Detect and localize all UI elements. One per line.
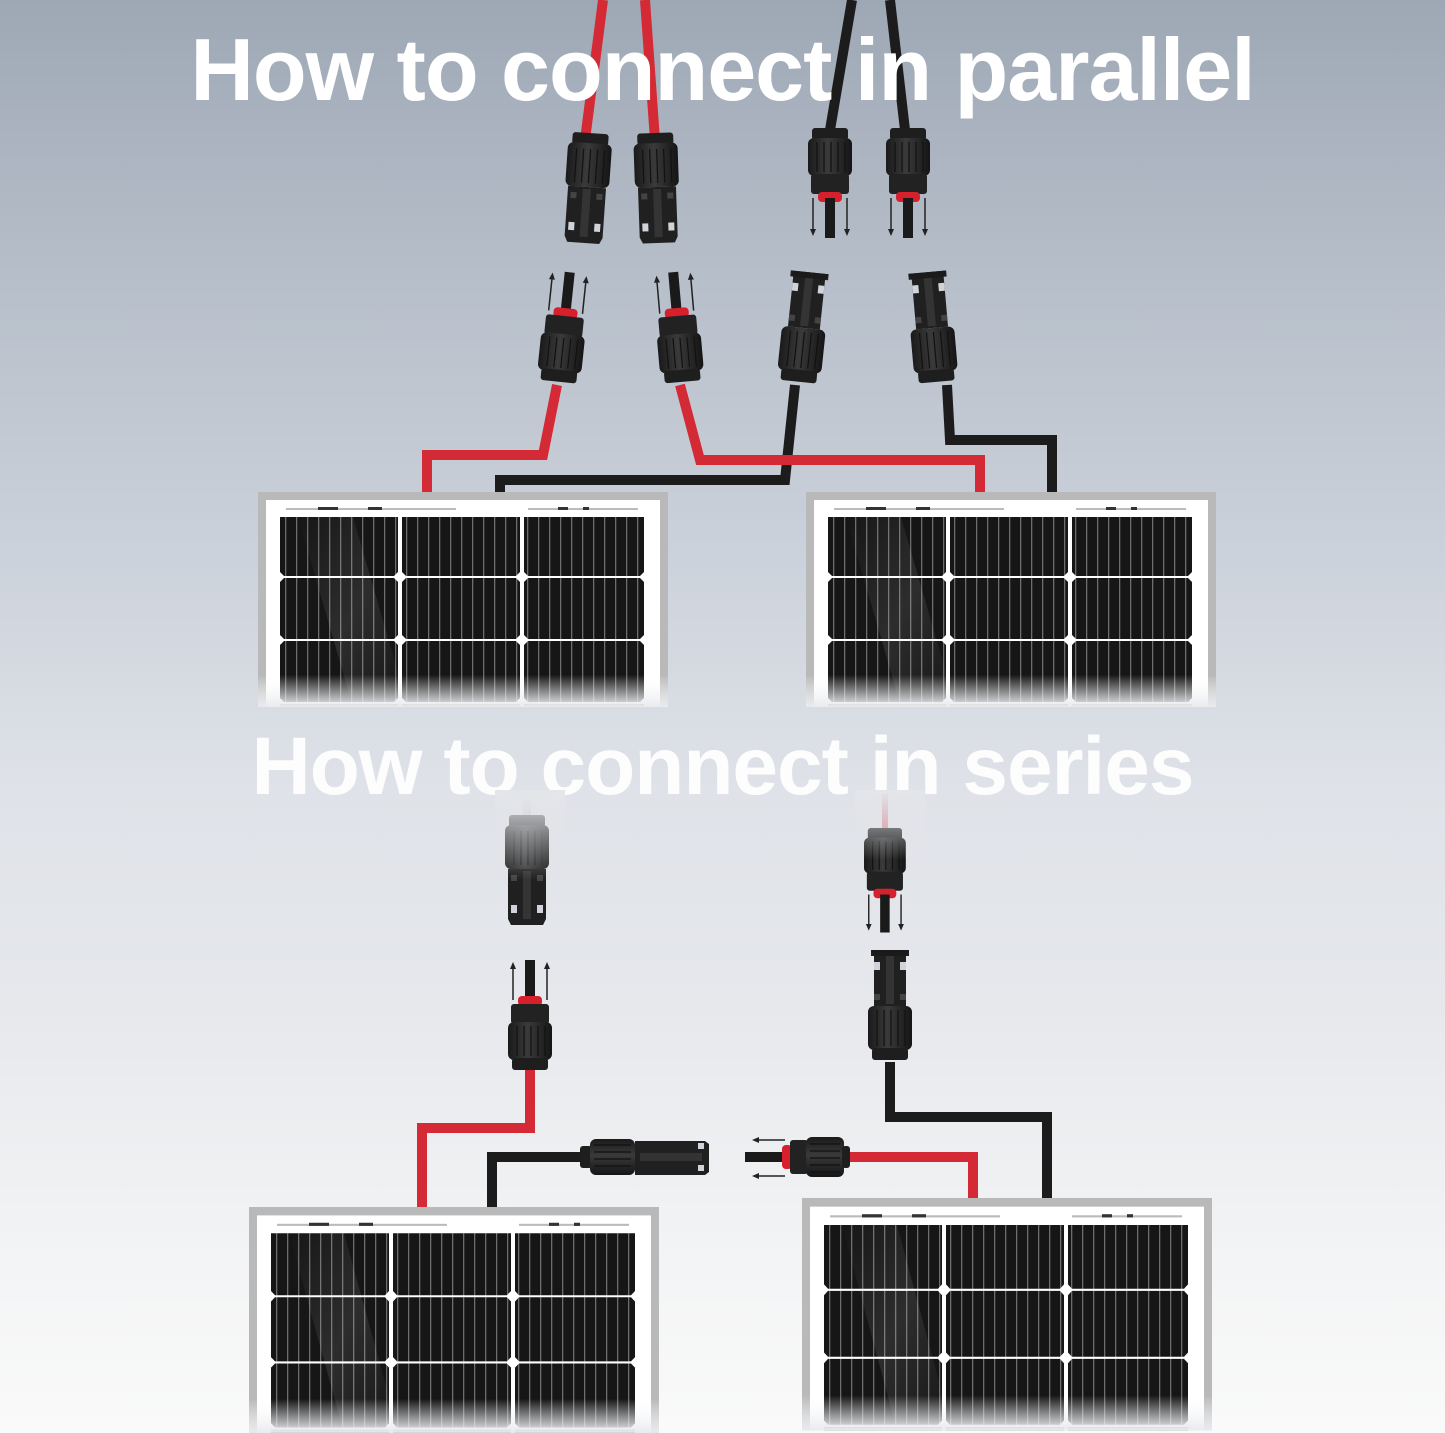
panel2-negative-lead xyxy=(942,384,1057,492)
parallel-section xyxy=(258,0,1216,707)
mc4-male-connector xyxy=(507,959,553,1071)
series-center-connector-female xyxy=(580,1139,709,1175)
mc4-female-connector xyxy=(632,131,682,245)
parallel-top-cables xyxy=(580,0,910,141)
panel1-negative-lead xyxy=(487,1152,585,1207)
mc4-male-connector-faded xyxy=(863,827,907,934)
mc4-female-connector xyxy=(775,269,833,385)
panel1-positive-lead xyxy=(422,384,562,492)
series-center-connector-male xyxy=(745,1137,850,1179)
mc4-male-connector xyxy=(885,127,931,239)
solar-panel-2 xyxy=(802,1198,1212,1431)
black-cable xyxy=(825,0,857,131)
series-section xyxy=(249,790,1212,1433)
mc4-male-connector xyxy=(807,127,853,239)
series-panel-leads xyxy=(417,1062,1052,1207)
mc4-female-connector-faded xyxy=(504,814,550,926)
mc4-female-connector xyxy=(560,130,614,246)
red-cable xyxy=(640,0,660,141)
panel2-positive-lead xyxy=(845,1152,978,1200)
red-cable xyxy=(580,0,608,141)
panel2-negative-lead xyxy=(885,1062,1052,1200)
solar-panel-1 xyxy=(258,492,668,707)
panel1-positive-lead xyxy=(417,1070,535,1207)
panel1-negative-lead xyxy=(495,384,800,492)
black-cable xyxy=(885,0,910,131)
mc4-male-connector xyxy=(535,269,593,385)
mc4-female-connector xyxy=(904,269,960,385)
solar-panel-1 xyxy=(249,1207,659,1433)
parallel-panel-leads xyxy=(422,383,1057,492)
solar-panel-2 xyxy=(806,492,1216,707)
mc4-female-connector xyxy=(867,949,913,1061)
mc4-male-connector xyxy=(650,269,706,385)
